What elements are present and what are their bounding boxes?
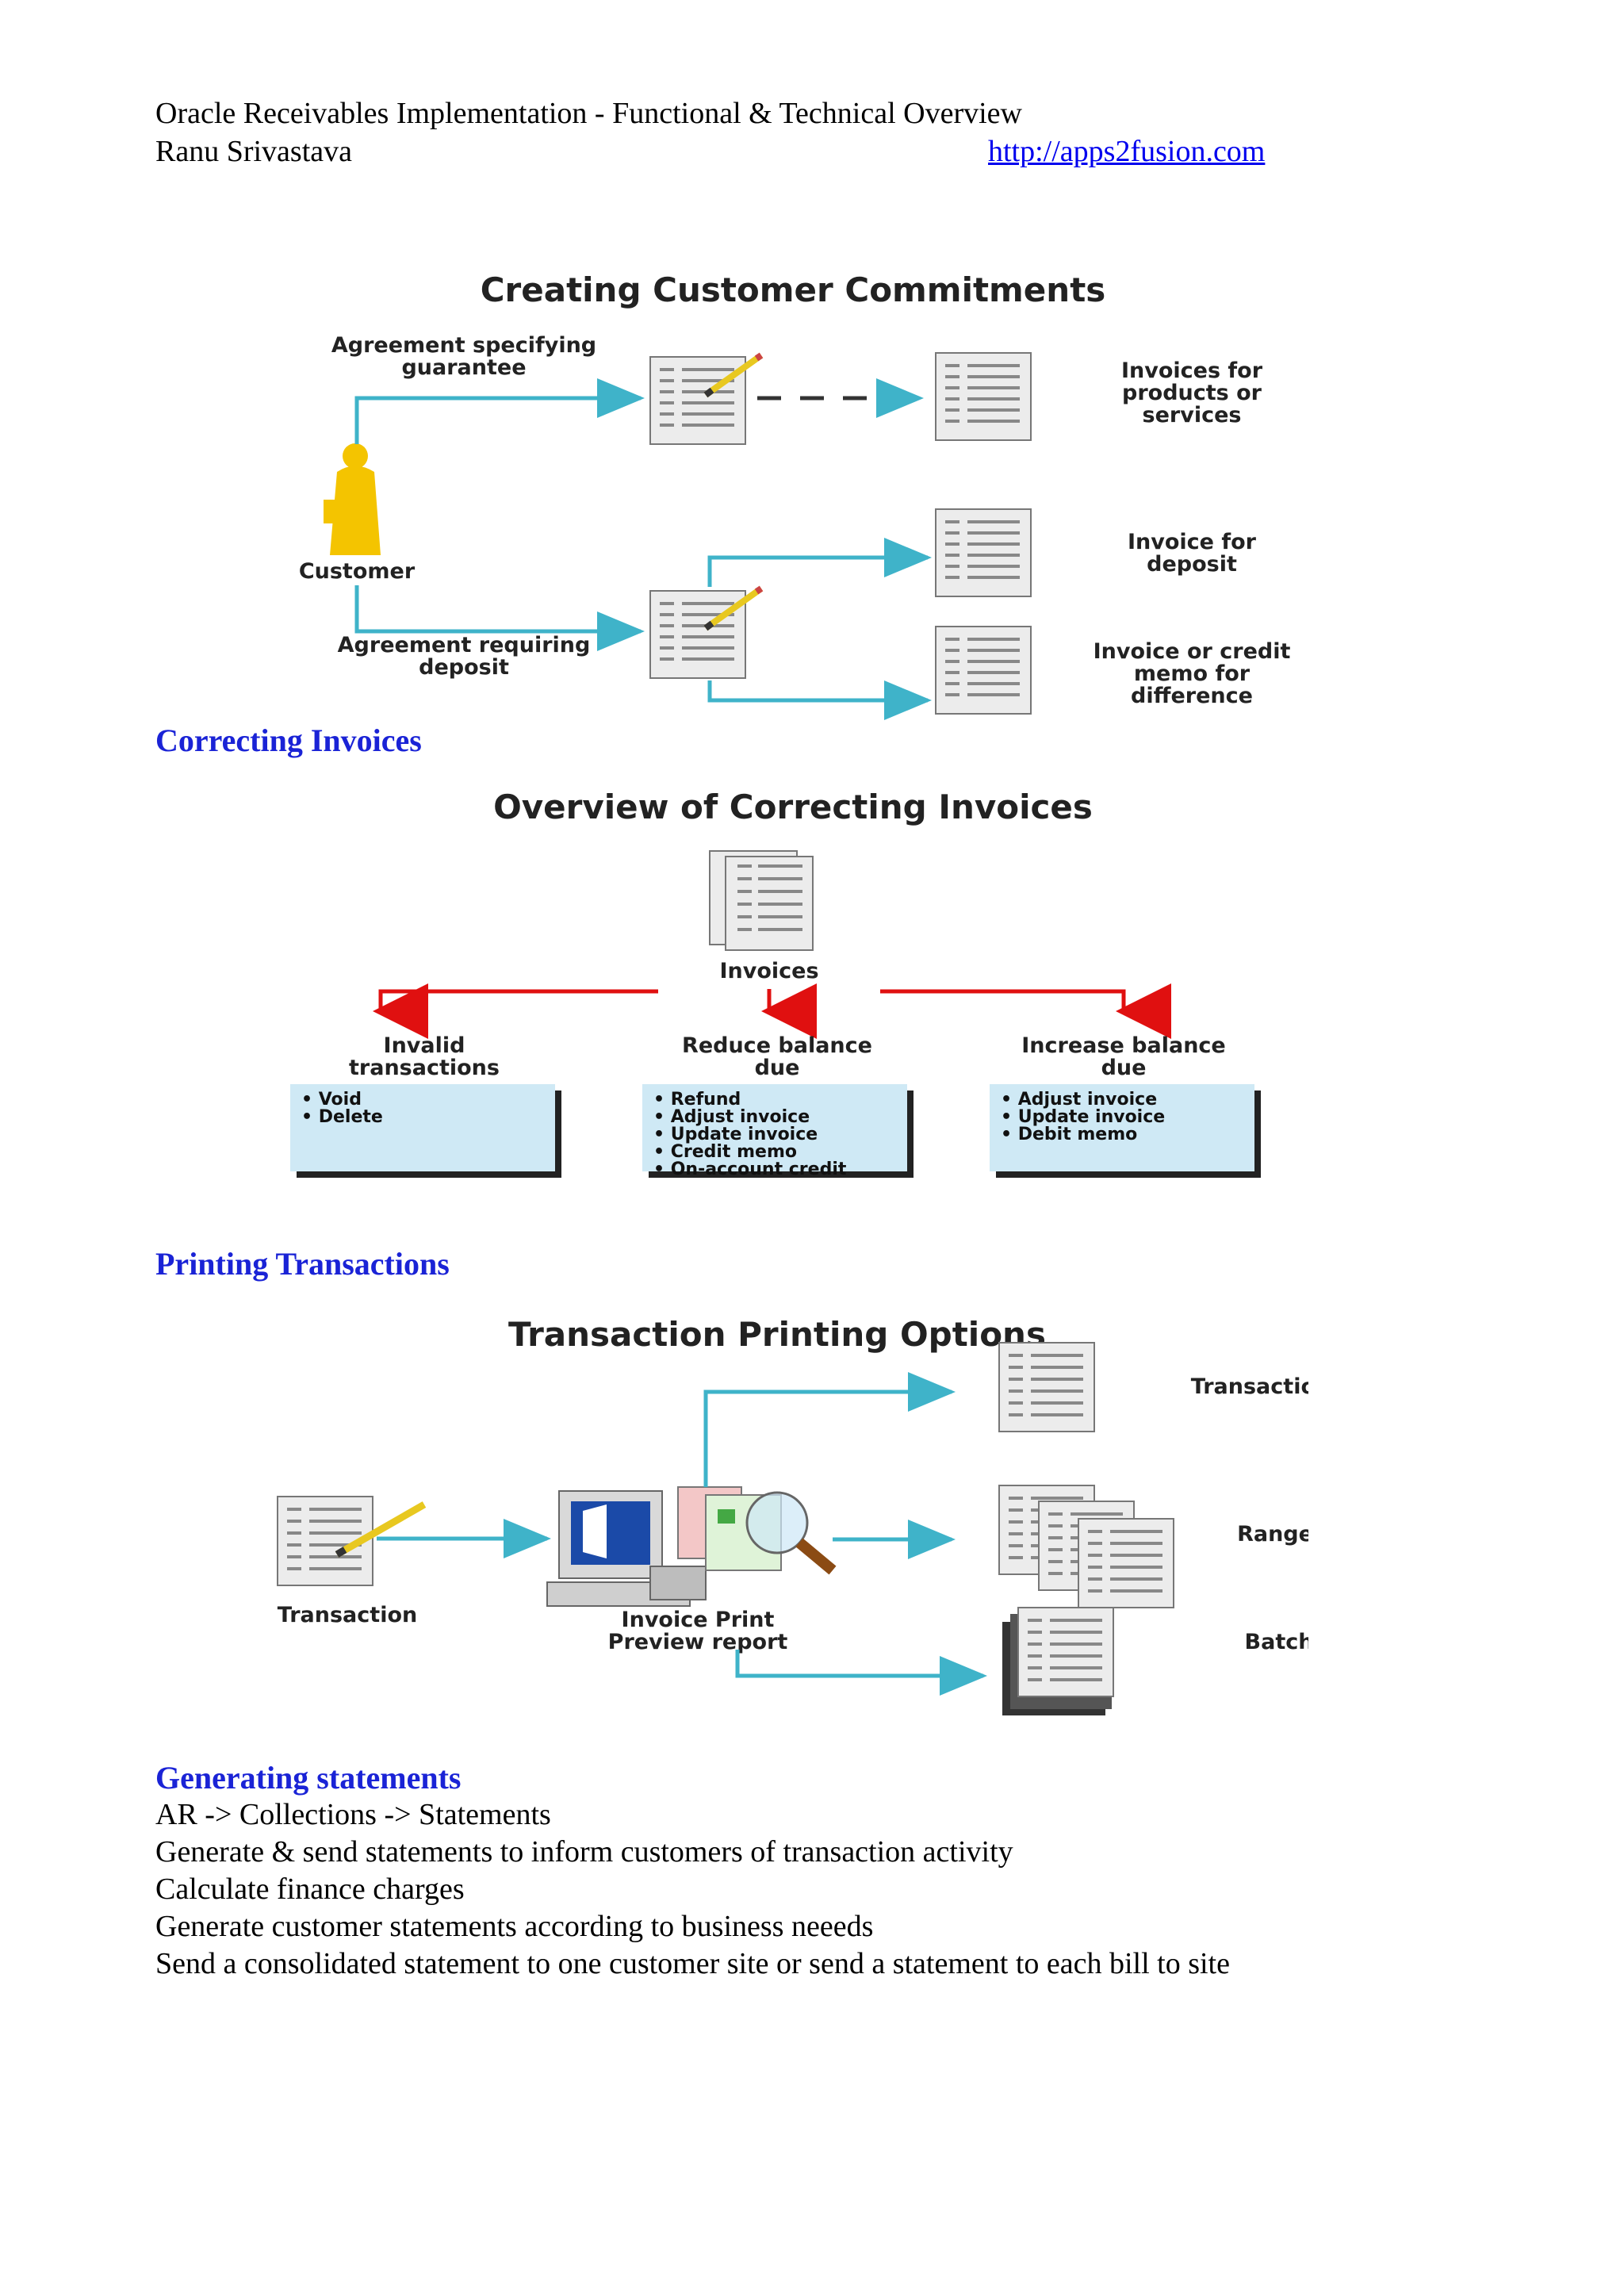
invoice-deposit-label-2: deposit xyxy=(1147,552,1237,577)
products-invoice-icon xyxy=(935,352,1032,441)
col2-item-3: • Update invoice xyxy=(653,1125,818,1144)
col2-item-5: • On-account credit xyxy=(653,1159,847,1179)
deposit-connector xyxy=(354,585,645,651)
col1-item-1: • Void xyxy=(301,1090,362,1110)
to-batch-connector xyxy=(735,1650,987,1696)
col1-title-2: transactions xyxy=(349,1056,500,1080)
customer-label: Customer xyxy=(299,559,416,584)
invoice-credit-label-1: Invoice or credit xyxy=(1094,639,1291,664)
transaction-output-icon xyxy=(998,1342,1095,1432)
magnifier-icon xyxy=(677,1486,837,1575)
agreement-deposit-label-1: Agreement requiring xyxy=(338,633,591,657)
agreement-guarantee-label-1: Agreement specifying xyxy=(331,333,596,358)
website-link[interactable]: http://apps2fusion.com xyxy=(988,135,1266,168)
col2-item-2: • Adjust invoice xyxy=(653,1107,810,1127)
statements-line-2: Generate & send statements to inform cus… xyxy=(155,1835,1013,1869)
statements-line-5: Send a consolidated statement to one cus… xyxy=(155,1947,1230,1980)
preview-label-2: Preview report xyxy=(608,1630,788,1654)
author-name: Ranu Srivastava xyxy=(155,135,353,168)
increase-arrow xyxy=(880,983,1171,1039)
invoices-products-label-1: Invoices for xyxy=(1121,358,1263,383)
increase-box xyxy=(990,1084,1254,1171)
agreement-deposit-label-2: deposit xyxy=(419,655,509,680)
range-label: Range xyxy=(1237,1522,1308,1547)
invoices-products-label-2: products or xyxy=(1122,381,1262,405)
col1-item-2: • Delete xyxy=(301,1107,383,1127)
invoice-deposit-label-1: Invoice for xyxy=(1128,530,1257,554)
invalid-arrow xyxy=(373,983,658,1039)
section-heading-printing: Printing Transactions xyxy=(155,1246,450,1282)
col3-title-1: Increase balance xyxy=(1021,1033,1225,1058)
invoice-credit-label-2: memo for xyxy=(1134,661,1251,686)
transaction-right-label: Transaction xyxy=(1191,1374,1308,1399)
batch-documents-icon xyxy=(1002,1607,1114,1715)
batch-label: Batch xyxy=(1245,1630,1308,1654)
agreement-guarantee-label-2: guarantee xyxy=(401,355,526,380)
guarantee-document-icon xyxy=(649,356,746,445)
statements-line-1: AR -> Collections -> Statements xyxy=(155,1798,551,1831)
document-title: Oracle Receivables Implementation - Func… xyxy=(155,97,1022,130)
computer-icon xyxy=(546,1490,707,1607)
deposit-document-icon xyxy=(649,590,746,679)
figure3-title: Transaction Printing Options xyxy=(508,1315,1046,1354)
range-documents-icon xyxy=(998,1485,1174,1608)
col2-title-2: due xyxy=(755,1056,800,1080)
invoices-products-label-3: services xyxy=(1143,403,1242,427)
col1-title-1: Invalid xyxy=(384,1033,465,1058)
deposit-invoice-connector xyxy=(707,538,932,587)
guarantee-connector xyxy=(354,378,645,444)
figure2-title: Overview of Correcting Invoices xyxy=(493,788,1093,826)
transaction-left-label: Transaction xyxy=(278,1603,417,1627)
reduce-box xyxy=(642,1084,907,1171)
col2-title-1: Reduce balance xyxy=(682,1033,872,1058)
transaction-printing-diagram: Transaction Printing Options Transaction… xyxy=(277,1315,1308,1715)
section-heading-correcting: Correcting Invoices xyxy=(155,723,422,758)
credit-memo-connector xyxy=(707,680,932,720)
pencil-icon-3 xyxy=(335,1501,427,1558)
to-transaction-connector xyxy=(703,1372,956,1487)
invoices-stack-icon xyxy=(709,850,814,951)
section-heading-statements: Generating statements xyxy=(155,1760,462,1796)
col3-title-2: due xyxy=(1101,1056,1147,1080)
figure1-title: Creating Customer Commitments xyxy=(481,270,1106,309)
correcting-invoices-diagram: Overview of Correcting Invoices Invoices… xyxy=(290,788,1261,1179)
col2-item-4: • Credit memo xyxy=(653,1142,797,1162)
invalid-box xyxy=(290,1084,555,1171)
invoice-credit-label-3: difference xyxy=(1131,684,1253,708)
customer-person-icon xyxy=(324,443,381,555)
col3-item-3: • Debit memo xyxy=(1001,1125,1137,1144)
preview-label-1: Invoice Print xyxy=(622,1608,775,1632)
statements-line-3: Calculate finance charges xyxy=(155,1872,465,1906)
credit-memo-invoice-icon xyxy=(935,626,1032,715)
creating-customer-commitments-diagram: Creating Customer Commitments Agreement … xyxy=(299,270,1291,720)
col2-item-1: • Refund xyxy=(653,1090,741,1110)
statements-line-4: Generate customer statements according t… xyxy=(155,1910,874,1943)
col3-item-2: • Update invoice xyxy=(1001,1107,1165,1127)
col3-item-1: • Adjust invoice xyxy=(1001,1090,1157,1110)
invoices-label: Invoices xyxy=(719,959,818,983)
deposit-invoice-icon xyxy=(935,508,1032,597)
